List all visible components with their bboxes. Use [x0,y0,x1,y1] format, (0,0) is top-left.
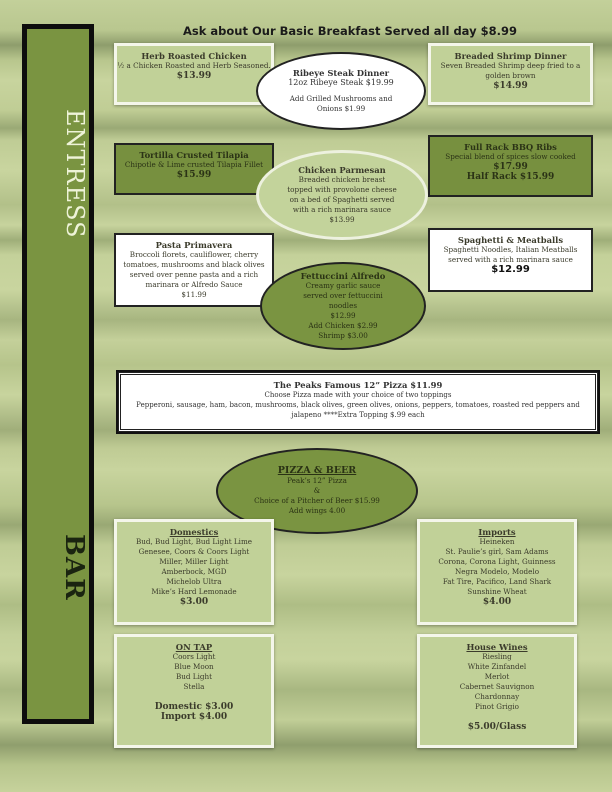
menu-item-chicken-parm: Chicken Parmesan Breaded chicken breast … [256,150,428,240]
pizza-beer-amp: & [313,486,321,495]
bar-domestics: Domestics Bud, Bud Light, Bud Light Lime… [114,519,274,625]
list-item: Chardonnay [474,692,520,701]
list-item: White Zinfandel [467,662,527,671]
pizza-beer-line1: Peak’s 12” Pizza [287,476,347,485]
section-title: House Wines [466,642,528,652]
item-title: Full Rack BBQ Ribs [464,142,557,152]
item-title: Ribeye Steak Dinner [292,68,390,78]
list-item: Riesling [482,652,512,661]
item-price: $12.99 [330,311,356,320]
menu-item-alfredo: Fettuccini Alfredo Creamy garlic sauce s… [260,262,426,350]
bar-tab-label: BAR [59,534,89,601]
item-desc: Breaded chicken breast topped with provo… [287,175,397,214]
menu-item-ribeye: Ribeye Steak Dinner 12oz Ribeye Steak $1… [256,52,426,130]
item-price: $13.99 [329,215,355,224]
category-sidebar: ENTRESS BAR [22,24,94,724]
list-item: Pinot Grigio [475,702,519,711]
domestic-price: Domestic $3.00 [154,702,234,712]
section-title: Domestics [169,527,219,537]
menu-item-herb-chicken: Herb Roasted Chicken ½ a Chicken Roasted… [114,43,274,105]
pizza-beer-line3: Add wings 4.00 [288,506,346,515]
list-item: Cabernet Sauvignon [459,682,535,691]
item-price: $11.99 [181,290,207,299]
item-desc: Special blend of spices slow cooked [445,152,576,161]
bar-house-wines: House Wines Riesling White Zinfandel Mer… [417,634,577,748]
list-item: Fat Tire, Pacifico, Land Shark [442,577,552,586]
list-item: Blue Moon [174,662,214,671]
section-price: $4.00 [482,597,512,607]
item-desc: Creamy garlic sauce served over fettucci… [303,281,383,310]
list-item: Miller, Miller Light [159,557,229,566]
item-title: Tortilla Crusted Tilapia [139,150,249,160]
list-item: Genesee, Coors & Coors Light [138,547,250,556]
bar-imports: Imports Heineken St. Paulie’s girl, Sam … [417,519,577,625]
item-price: $13.99 [176,71,212,81]
item-price: $17.99 [493,162,528,172]
list-item: Amberbock, MGD [161,567,227,576]
menu-item-tilapia: Tortilla Crusted Tilapia Chipotle & Lime… [114,143,274,195]
item-addon: Add Grilled Mushrooms and Onions $1.99 [289,94,393,113]
item-half-price: Half Rack $15.99 [466,172,555,182]
pizza-special-banner: The Peaks Famous 12” Pizza $11.99 Choose… [116,370,600,434]
item-title: Herb Roasted Chicken [141,51,247,61]
section-price: $5.00/Glass [467,722,527,732]
list-item: Coors Light [172,652,216,661]
list-item: Bud Light [176,672,212,681]
pizza-title: The Peaks Famous 12” Pizza $11.99 [273,380,443,390]
pizza-toppings: Pepperoni, sausage, ham, bacon, mushroom… [136,401,580,419]
item-add-shrimp: Shrimp $3.00 [318,331,368,340]
list-item: Negra Modelo, Modelo [454,567,540,576]
list-item: Michelob Ultra [166,577,222,586]
item-desc: Broccoli florets, cauliflower, cherry to… [123,250,265,289]
menu-item-shrimp: Breaded Shrimp Dinner Seven Breaded Shri… [428,43,593,105]
menu-item-primavera: Pasta Primavera Broccoli florets, caulif… [114,233,274,307]
bar-on-tap: ON TAP Coors Light Blue Moon Bud Light S… [114,634,274,748]
item-title: Fettuccini Alfredo [300,271,386,281]
item-price: $15.99 [176,170,212,180]
list-item: Mike’s Hard Lemonade [151,587,237,596]
item-desc: ½ a Chicken Roasted and Herb Seasoned. [117,61,271,70]
item-line: 12oz Ribeye Steak $19.99 [288,78,394,87]
list-item: Merlot [484,672,510,681]
pizza-beer-title: PIZZA & BEER [277,465,357,476]
item-title: Spaghetti & Meatballs [457,235,564,245]
item-title: Pasta Primavera [155,240,233,250]
section-title: Imports [478,527,516,537]
menu-item-ribs: Full Rack BBQ Ribs Special blend of spic… [428,135,593,197]
pizza-line1: Choose Pizza made with your choice of tw… [264,391,452,399]
list-item: St. Paulie’s girl, Sam Adams [445,547,549,556]
list-item: Stella [183,682,205,691]
entrees-tab-label: ENTRESS [61,109,89,239]
item-title: Breaded Shrimp Dinner [454,51,567,61]
item-price: $12.99 [491,264,530,275]
item-title: Chicken Parmesan [298,165,386,175]
section-price: $3.00 [179,597,209,607]
pizza-beer-line2: Choice of a Pitcher of Beer $15.99 [254,496,380,505]
item-price: $14.99 [493,81,528,91]
import-price: Import $4.00 [160,712,228,722]
item-desc: Spaghetti Noodles, Italian Meatballs ser… [443,245,578,264]
list-item: Sunshine Wheat [467,587,527,596]
list-item: Corona, Corona Light, Guinness [438,557,556,566]
list-item: Heineken [479,537,515,546]
breakfast-notice: Ask about Our Basic Breakfast Served all… [183,24,517,38]
list-item: Bud, Bud Light, Bud Light Lime [135,537,253,546]
section-title: ON TAP [175,642,213,652]
menu-item-spaghetti: Spaghetti & Meatballs Spaghetti Noodles,… [428,228,593,292]
item-desc: Seven Breaded Shrimp deep fried to a gol… [440,61,581,80]
item-desc: Chipotle & Lime crusted Tilapia Fillet [124,160,264,169]
item-add-chicken: Add Chicken $2.99 [308,321,378,330]
